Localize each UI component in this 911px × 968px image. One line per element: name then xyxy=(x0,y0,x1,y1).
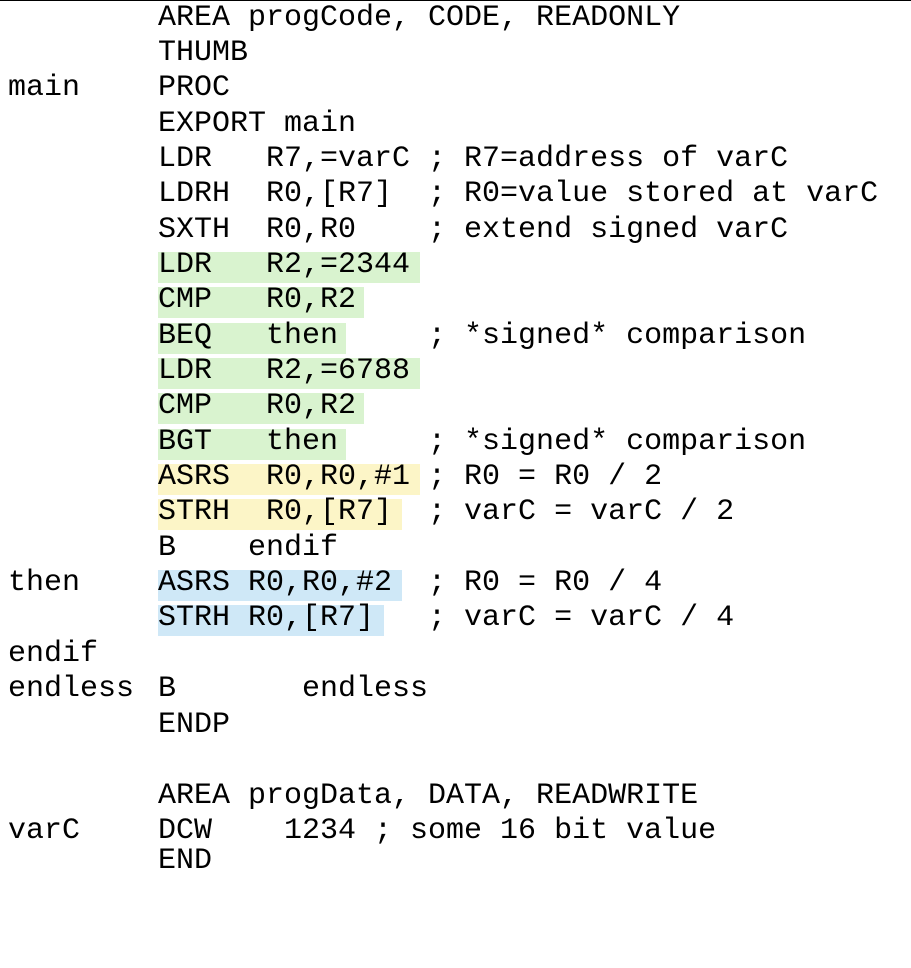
code-line-10: BEQ then ; *signed* comparison xyxy=(0,321,806,354)
line-code: LDRH R0,[R7] ; R0=value stored at varC xyxy=(158,177,879,211)
line-code: STRH R0,[R7] ; varC = varC / 2 xyxy=(158,495,735,529)
green-highlight xyxy=(158,358,420,389)
yellow-highlight xyxy=(158,499,402,530)
blue-highlight xyxy=(158,605,384,636)
green-highlight xyxy=(158,287,364,318)
line-code: LDR R2,=2344 xyxy=(158,248,411,282)
line-code: ENDP xyxy=(158,708,231,742)
assembly-listing: AREA progCode, CODE, READONLY THUMB main… xyxy=(0,3,878,876)
code-line-25: END xyxy=(0,846,212,876)
code-line-15: STRH R0,[R7] ; varC = varC / 2 xyxy=(0,497,734,530)
code-line-5: LDR R7,=varC ; R7=address of varC xyxy=(0,144,788,174)
top-rule xyxy=(0,0,911,1)
line-code: CMP R0,R2 xyxy=(158,389,357,423)
code-line-21: ENDP xyxy=(0,710,230,740)
line-code: B endless xyxy=(158,672,429,706)
green-highlight xyxy=(158,429,346,460)
code-line-20: endless B endless xyxy=(0,674,428,704)
code-line-1: AREA progCode, CODE, READONLY xyxy=(0,3,680,33)
line-code: AREA progCode, CODE, READONLY xyxy=(158,1,681,35)
green-highlight xyxy=(158,252,420,283)
line-code: LDR R7,=varC ; R7=address of varC xyxy=(158,142,789,176)
line-label: then xyxy=(8,566,81,600)
line-label: main xyxy=(8,71,81,105)
line-code: AREA progData, DATA, READWRITE xyxy=(158,779,699,813)
code-line-17: then ASRS R0,R0,#2 ; R0 = R0 / 4 xyxy=(0,568,662,601)
blue-highlight xyxy=(158,570,402,601)
line-code: STRH R0,[R7] ; varC = varC / 4 xyxy=(158,601,735,635)
code-line-22 xyxy=(0,745,72,775)
code-line-9: CMP R0,R2 xyxy=(0,285,364,318)
line-code: ASRS R0,R0,#1 ; R0 = R0 / 2 xyxy=(158,460,663,494)
code-line-16: B endif xyxy=(0,533,338,563)
line-code: END xyxy=(158,844,213,878)
line-code: CMP R0,R2 xyxy=(158,283,357,317)
code-line-18: STRH R0,[R7] ; varC = varC / 4 xyxy=(0,603,734,636)
line-code: BEQ then ; *signed* comparison xyxy=(158,319,807,353)
line-label: endif xyxy=(8,637,99,671)
code-line-12: CMP R0,R2 xyxy=(0,391,364,424)
yellow-highlight xyxy=(158,464,420,495)
code-line-13: BGT then ; *signed* comparison xyxy=(0,427,806,460)
line-code: THUMB xyxy=(158,36,249,70)
line-code: LDR R2,=6788 xyxy=(158,354,411,388)
line-code: BGT then ; *signed* comparison xyxy=(158,425,807,459)
line-label: varC xyxy=(8,814,81,848)
code-line-23: AREA progData, DATA, READWRITE xyxy=(0,781,698,811)
code-line-24: varC DCW 1234 ; some 16 bit value xyxy=(0,816,716,846)
code-line-7: SXTH R0,R0 ; extend signed varC xyxy=(0,215,788,245)
code-line-8: LDR R2,=2344 xyxy=(0,250,420,283)
line-code: B endif xyxy=(158,531,339,565)
code-line-2: THUMB xyxy=(0,38,248,68)
code-line-6: LDRH R0,[R7] ; R0=value stored at varC xyxy=(0,179,878,209)
code-line-4: EXPORT main xyxy=(0,109,356,139)
line-code: SXTH R0,R0 ; extend signed varC xyxy=(158,213,789,247)
line-code: DCW 1234 ; some 16 bit value xyxy=(158,814,717,848)
code-line-14: ASRS R0,R0,#1 ; R0 = R0 / 2 xyxy=(0,462,662,495)
line-label: endless xyxy=(8,672,135,706)
line-code: PROC xyxy=(158,71,231,105)
code-line-3: main PROC xyxy=(0,73,230,103)
green-highlight xyxy=(158,323,346,354)
line-code: ASRS R0,R0,#2 ; R0 = R0 / 4 xyxy=(158,566,663,600)
line-code: EXPORT main xyxy=(158,107,357,141)
green-highlight xyxy=(158,393,364,424)
code-line-11: LDR R2,=6788 xyxy=(0,356,420,389)
code-line-19: endif xyxy=(0,639,98,669)
